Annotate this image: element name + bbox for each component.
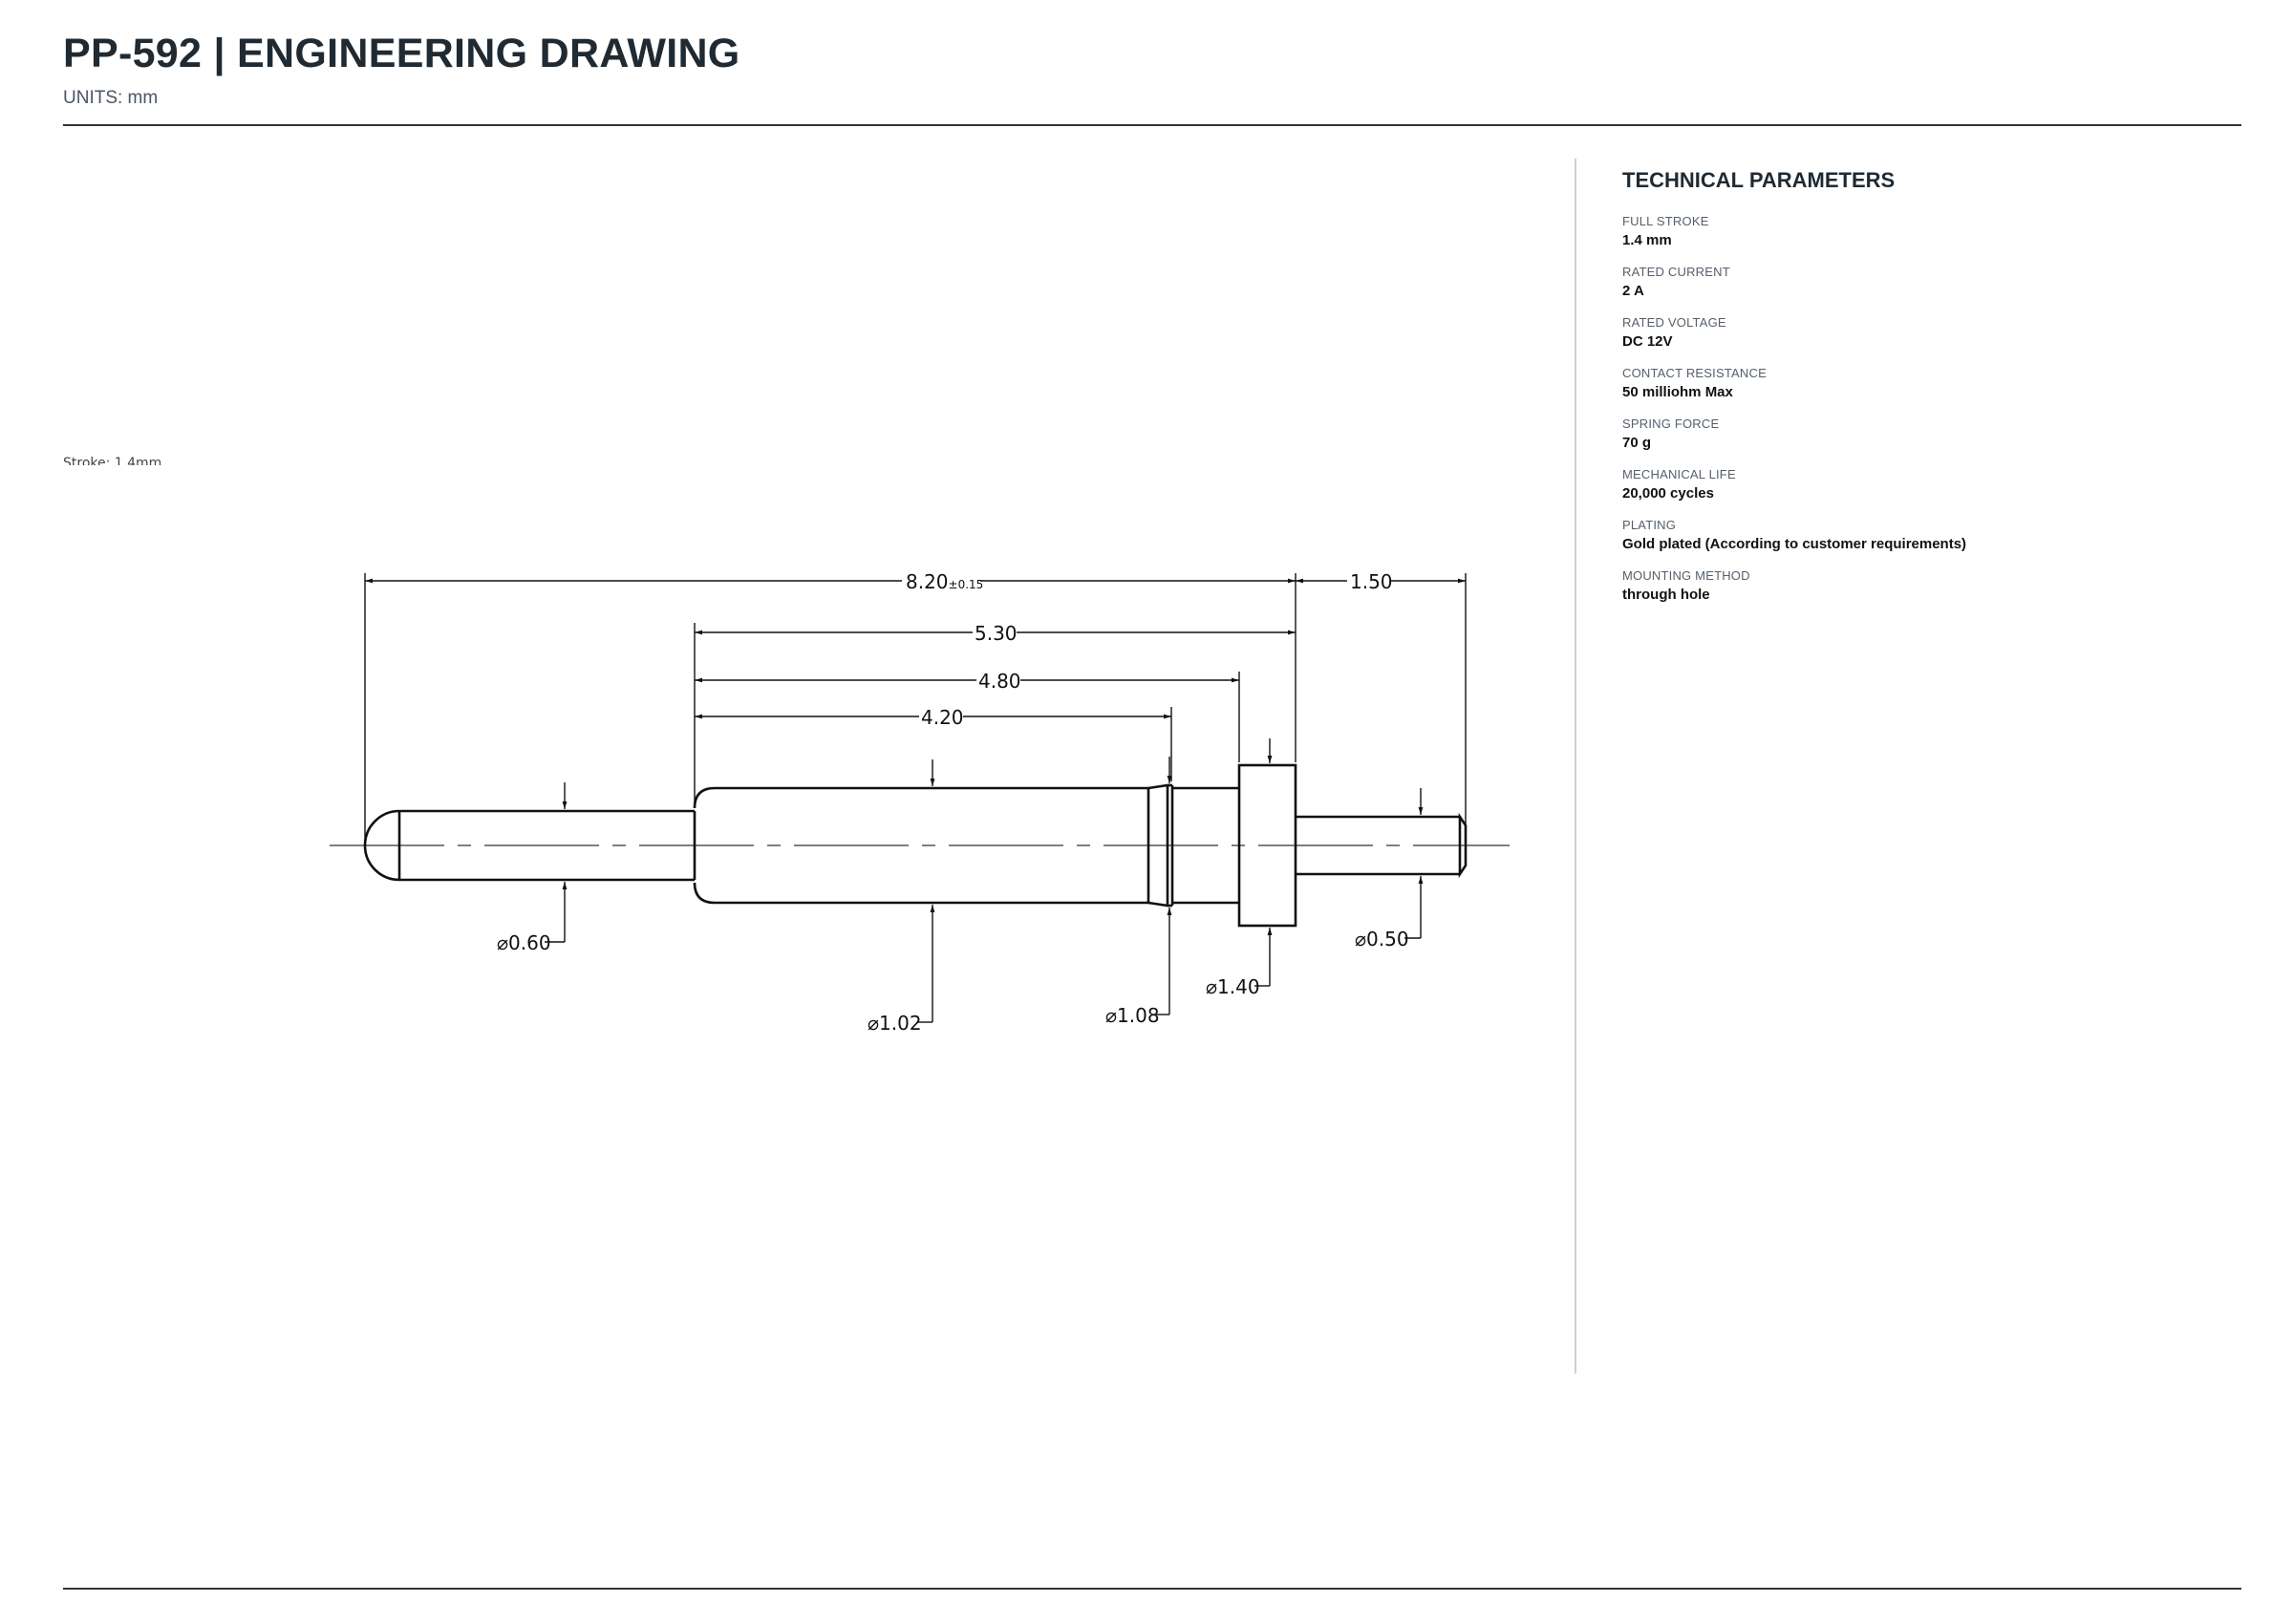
extension-lines: [364, 573, 1467, 841]
param-rated-current: RATED CURRENT 2 A: [1622, 265, 2215, 299]
param-label: RATED CURRENT: [1622, 265, 1730, 279]
units-label: UNITS: mm: [63, 88, 159, 108]
param-mechanical-life: MECHANICAL LIFE 20,000 cycles: [1622, 467, 2215, 502]
header-divider: [63, 124, 2241, 126]
param-value: 70 g: [1622, 435, 1652, 451]
dim-4-20-label: 4.20: [921, 706, 964, 729]
footer-divider: [63, 1588, 2241, 1590]
param-spring-force: SPRING FORCE 70 g: [1622, 417, 2215, 451]
dia-0-60-label: ⌀0.60: [497, 931, 551, 954]
dia-barrel: ⌀1.02: [868, 759, 935, 1035]
param-value: through hole: [1622, 587, 1710, 603]
dim-4-80-label: 4.80: [978, 670, 1021, 693]
page-title: PP-592 | ENGINEERING DRAWING: [63, 31, 740, 76]
dim-barrel-to-groove: 4.80: [695, 667, 1239, 693]
param-value: 50 milliohm Max: [1622, 384, 1733, 400]
param-value: Gold plated (According to customer requi…: [1622, 536, 1967, 552]
param-mounting-method: MOUNTING METHOD through hole: [1622, 568, 2215, 603]
param-label: MOUNTING METHOD: [1622, 568, 1750, 583]
param-label: PLATING: [1622, 518, 1677, 532]
param-label: CONTACT RESISTANCE: [1622, 366, 1767, 380]
dim-tail-length: 1.50: [1296, 567, 1466, 593]
technical-parameters-panel: TECHNICAL PARAMETERS FULL STROKE 1.4 mm …: [1622, 168, 2215, 619]
param-contact-resistance: CONTACT RESISTANCE 50 milliohm Max: [1622, 366, 2215, 400]
param-label: SPRING FORCE: [1622, 417, 1720, 431]
dim-overall-length: 8.20±0.15: [365, 567, 1296, 593]
dim-barrel-body: 4.20: [695, 703, 1171, 729]
param-label: RATED VOLTAGE: [1622, 315, 1726, 330]
param-value: 2 A: [1622, 283, 1644, 299]
param-value: 20,000 cycles: [1622, 485, 1714, 502]
dia-1-02-label: ⌀1.02: [868, 1012, 922, 1035]
dia-tail: ⌀0.50: [1355, 788, 1424, 951]
param-value: DC 12V: [1622, 333, 1673, 350]
dia-1-08-label: ⌀1.08: [1105, 1004, 1160, 1027]
diameter-callouts: ⌀0.60 ⌀1.02 ⌀1.08 ⌀1.40 ⌀0.50: [497, 738, 1424, 1035]
dim-tolerance-label: ±0.15: [949, 578, 984, 591]
stroke-note: Stroke: 1.4mm: [63, 457, 162, 465]
length-dimensions: 8.20±0.15 1.50 5.30 4.80 4.20: [365, 567, 1466, 729]
dia-groove: ⌀1.08: [1105, 757, 1172, 1027]
param-label: MECHANICAL LIFE: [1622, 467, 1736, 481]
dia-1-40-label: ⌀1.40: [1206, 975, 1260, 998]
svg-text:8.20±0.15: 8.20±0.15: [906, 570, 983, 593]
param-rated-voltage: RATED VOLTAGE DC 12V: [1622, 315, 2215, 350]
parameters-title: TECHNICAL PARAMETERS: [1622, 168, 1896, 192]
param-full-stroke: FULL STROKE 1.4 mm: [1622, 214, 2215, 248]
param-value: 1.4 mm: [1622, 232, 1672, 248]
part-outline: [363, 763, 1468, 928]
dim-8-20-label: 8.20: [906, 570, 949, 593]
header: PP-592 | ENGINEERING DRAWING UNITS: mm: [63, 29, 2241, 109]
dim-barrel-to-flange: 5.30: [695, 619, 1296, 645]
panel-divider: [1575, 159, 1576, 1374]
param-label: FULL STROKE: [1622, 214, 1709, 228]
dia-plunger: ⌀0.60: [497, 782, 568, 954]
param-plating: PLATING Gold plated (According to custom…: [1622, 518, 2215, 552]
dia-0-50-label: ⌀0.50: [1355, 928, 1409, 951]
dia-flange: ⌀1.40: [1206, 738, 1273, 998]
dim-5-30-label: 5.30: [975, 622, 1018, 645]
pogo-pin-drawing: 8.20±0.15 1.50 5.30 4.80 4.20: [330, 567, 1510, 1035]
dim-1-50-label: 1.50: [1350, 570, 1393, 593]
